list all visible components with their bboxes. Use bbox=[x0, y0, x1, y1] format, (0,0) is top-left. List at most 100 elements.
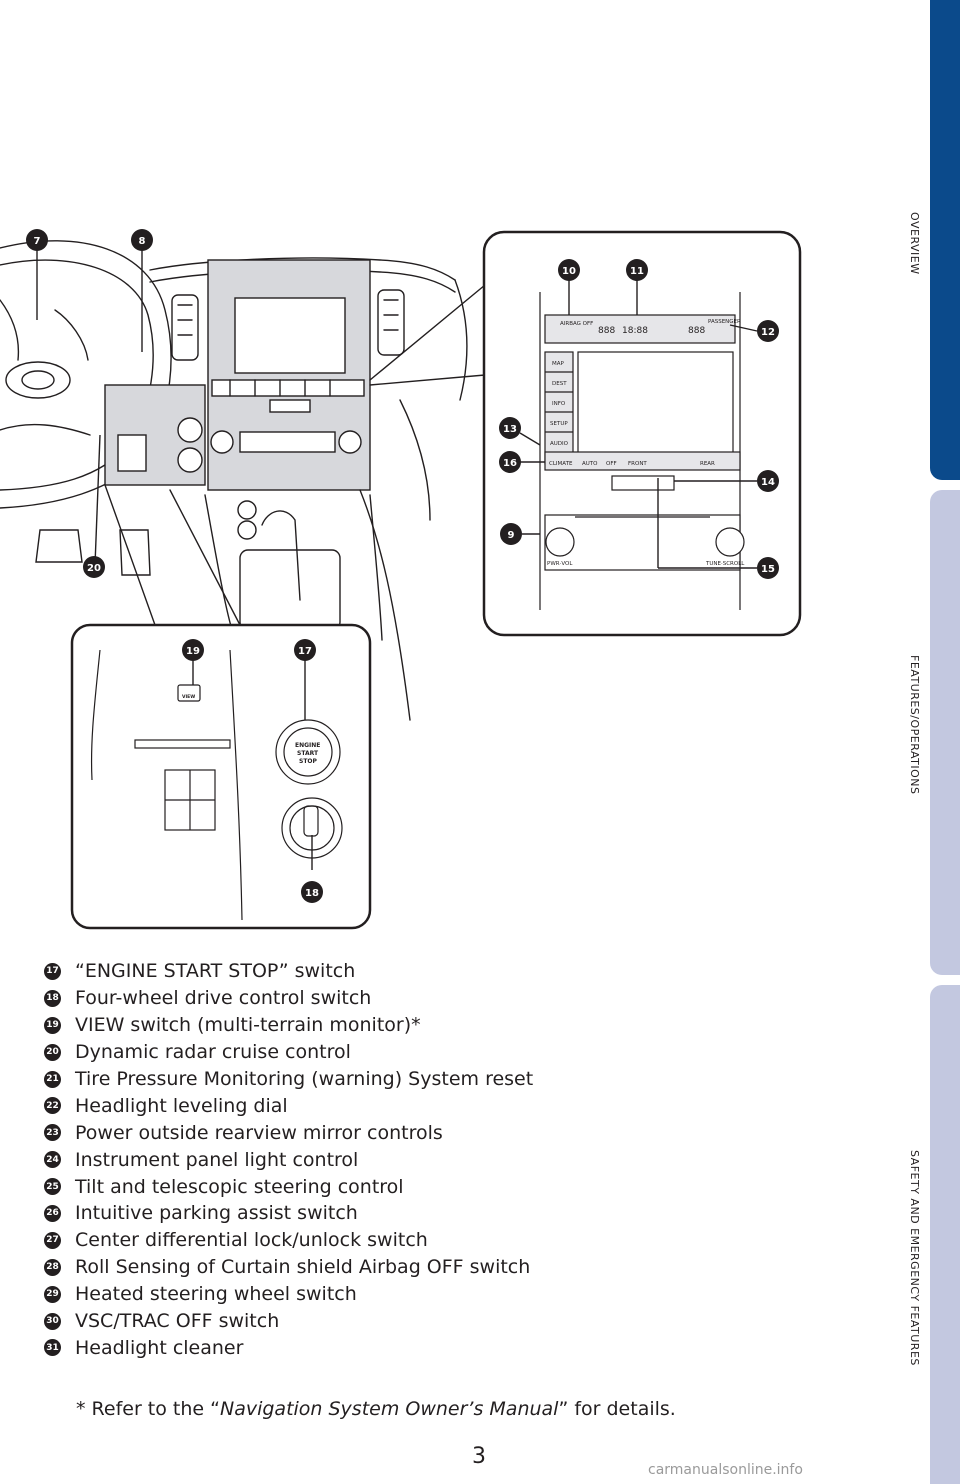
legend-item: 25 Tilt and telescopic steering control bbox=[44, 1173, 533, 1200]
callout-17: 17 bbox=[294, 639, 316, 661]
legend-item: 17 “ENGINE START STOP” switch bbox=[44, 958, 533, 985]
view-switch-label: VIEW bbox=[182, 694, 195, 700]
legend-text: Tire Pressure Monitoring (warning) Syste… bbox=[75, 1068, 534, 1090]
legend-number-badge: 26 bbox=[44, 1204, 61, 1222]
legend-item: 24 Instrument panel light control bbox=[44, 1146, 533, 1173]
clock-readout: 18:88 bbox=[622, 326, 648, 336]
svg-text:14: 14 bbox=[761, 477, 775, 488]
footnote-prefix: * Refer to the “ bbox=[76, 1398, 220, 1420]
safety-emergency-tab[interactable] bbox=[930, 985, 960, 1484]
passenger-label: PASSENGER bbox=[708, 319, 741, 325]
display-readout: 888 bbox=[598, 326, 615, 336]
legend-number-badge: 23 bbox=[44, 1124, 61, 1142]
footnote: * Refer to the “Navigation System Owner’… bbox=[76, 1398, 676, 1420]
legend-item: 20 Dynamic radar cruise control bbox=[44, 1039, 533, 1066]
callout-10: 10 bbox=[558, 259, 580, 281]
svg-text:17: 17 bbox=[298, 646, 312, 657]
legend-number-badge: 25 bbox=[44, 1178, 61, 1196]
callout-12: 12 bbox=[757, 320, 779, 342]
dest-button-label: DEST bbox=[552, 381, 567, 387]
legend-item: 21 Tire Pressure Monitoring (warning) Sys… bbox=[44, 1066, 533, 1093]
callout-13: 13 bbox=[499, 417, 521, 439]
features-operations-tab[interactable] bbox=[930, 490, 960, 975]
svg-text:12: 12 bbox=[761, 327, 775, 338]
callout-8: 8 bbox=[131, 229, 153, 251]
legend-number-badge: 29 bbox=[44, 1285, 61, 1303]
legend-text: Heated steering wheel switch bbox=[75, 1283, 357, 1306]
off-button-label: OFF bbox=[606, 461, 617, 467]
legend-text: Instrument panel light control bbox=[75, 1148, 359, 1171]
legend-item: 22 Headlight leveling dial bbox=[44, 1092, 533, 1119]
legend-item: 23 Power outside rearview mirror controls bbox=[44, 1119, 533, 1146]
svg-text:19: 19 bbox=[186, 646, 200, 657]
watermark: carmanualsonline.info bbox=[648, 1462, 803, 1478]
legend-number-badge: 18 bbox=[44, 989, 61, 1007]
legend-item: 29 Heated steering wheel switch bbox=[44, 1281, 533, 1308]
svg-text:8: 8 bbox=[139, 236, 146, 247]
svg-text:16: 16 bbox=[503, 458, 517, 469]
overview-tab[interactable] bbox=[930, 0, 960, 480]
footnote-suffix: ” for details. bbox=[558, 1398, 676, 1420]
svg-text:7: 7 bbox=[34, 236, 41, 247]
map-button-label: MAP bbox=[552, 361, 565, 367]
svg-text:13: 13 bbox=[503, 424, 517, 435]
legend-item: 26 Intuitive parking assist switch bbox=[44, 1200, 533, 1227]
callout-15: 15 bbox=[757, 557, 779, 579]
legend-text: Power outside rearview mirror controls bbox=[75, 1121, 443, 1144]
setup-button-label: SETUP bbox=[550, 421, 568, 427]
airbag-off-label: AIRBAG OFF bbox=[560, 321, 593, 327]
footnote-manual-title: Navigation System Owner’s Manual bbox=[219, 1398, 559, 1420]
legend-text: Dynamic radar cruise control bbox=[75, 1041, 351, 1064]
callout-18: 18 bbox=[301, 881, 323, 903]
legend-text: Roll Sensing of Curtain shield Airbag OF… bbox=[75, 1256, 531, 1279]
svg-text:11: 11 bbox=[630, 266, 644, 277]
legend-number-badge: 17 bbox=[44, 962, 61, 980]
start-label: START bbox=[297, 750, 319, 757]
callout-16: 16 bbox=[499, 451, 521, 473]
svg-text:18: 18 bbox=[305, 888, 319, 899]
legend-text: Four-wheel drive control switch bbox=[75, 987, 372, 1010]
legend-item: 31 Headlight cleaner bbox=[44, 1334, 533, 1361]
display-readout-right: 888 bbox=[688, 326, 705, 336]
legend-item: 30 VSC/TRAC OFF switch bbox=[44, 1308, 533, 1335]
callout-14: 14 bbox=[757, 470, 779, 492]
legend-item: 19 VIEW switch (multi-terrain monitor)* bbox=[44, 1012, 533, 1039]
callout-9: 9 bbox=[500, 523, 522, 545]
overview-tab-label: OVERVIEW bbox=[908, 212, 921, 275]
legend-number-badge: 24 bbox=[44, 1151, 61, 1169]
safety-emergency-tab-label: SAFETY AND EMERGENCY FEATURES bbox=[908, 1150, 921, 1366]
rear-button-label: REAR bbox=[700, 461, 715, 467]
legend-text: Tilt and telescopic steering control bbox=[75, 1175, 404, 1198]
callout-11: 11 bbox=[626, 259, 648, 281]
legend-text: Headlight cleaner bbox=[75, 1336, 244, 1359]
legend-number-badge: 19 bbox=[44, 1016, 61, 1034]
legend-text: VSC/TRAC OFF switch bbox=[75, 1310, 280, 1333]
callout-20: 20 bbox=[83, 556, 105, 578]
svg-text:10: 10 bbox=[562, 266, 576, 277]
callout-19: 19 bbox=[182, 639, 204, 661]
pwr-vol-label: PWR·VOL bbox=[547, 561, 573, 567]
features-operations-tab-label: FEATURES/OPERATIONS bbox=[908, 655, 921, 795]
engine-label: ENGINE bbox=[295, 742, 320, 749]
svg-text:15: 15 bbox=[761, 564, 775, 575]
callout-7: 7 bbox=[26, 229, 48, 251]
legend-number-badge: 21 bbox=[44, 1070, 61, 1088]
dashboard-illustration: AIRBAG OFF 888 18:88 888 PASSENGER MAP D… bbox=[0, 229, 802, 930]
svg-text:20: 20 bbox=[87, 563, 101, 574]
legend-text: Headlight leveling dial bbox=[75, 1094, 288, 1117]
stop-label: STOP bbox=[299, 758, 318, 765]
legend-number-badge: 27 bbox=[44, 1231, 61, 1249]
legend-text: Intuitive parking assist switch bbox=[75, 1202, 358, 1225]
auto-button-label: AUTO bbox=[582, 461, 598, 467]
legend-item: 18 Four-wheel drive control switch bbox=[44, 985, 533, 1012]
audio-button-label: AUDIO bbox=[550, 441, 569, 447]
legend-text: “ENGINE START STOP” switch bbox=[75, 960, 356, 983]
legend-list: 17 “ENGINE START STOP” switch 18 Four-wheel… bbox=[44, 958, 533, 1361]
legend-number-badge: 30 bbox=[44, 1312, 61, 1330]
tune-scroll-label: TUNE·SCROLL bbox=[705, 561, 745, 567]
legend-text: VIEW switch (multi-terrain monitor)* bbox=[75, 1014, 421, 1037]
legend-number-badge: 31 bbox=[44, 1339, 61, 1357]
legend-number-badge: 22 bbox=[44, 1097, 61, 1115]
legend-number-badge: 20 bbox=[44, 1043, 61, 1061]
